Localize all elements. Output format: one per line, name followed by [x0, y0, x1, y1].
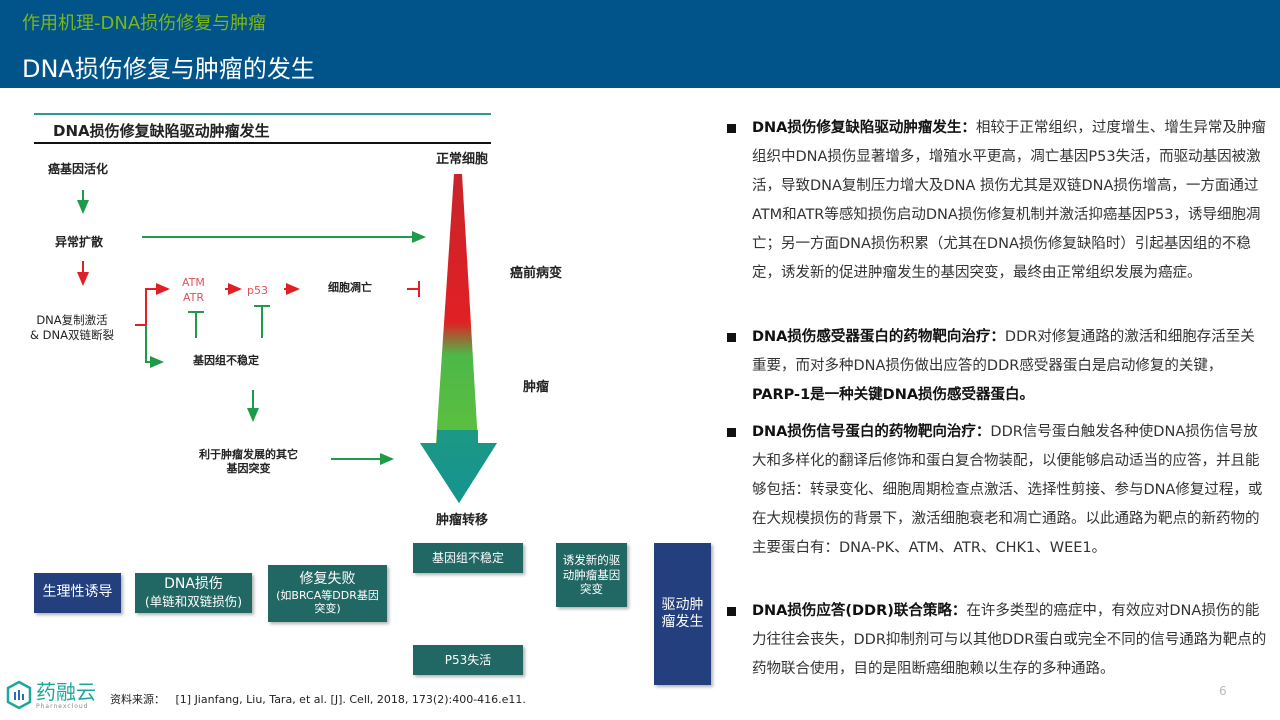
label-apoptosis: 细胞凋亡 — [328, 281, 372, 294]
bullet-square-icon — [727, 607, 736, 616]
bullet-4: DNA损伤应答(DDR)联合策略：在许多类型的癌症中，有效应对DNA损伤的能力往… — [727, 597, 1267, 684]
slide-header: 作用机理-DNA损伤修复与肿瘤 DNA损伤修复与肿瘤的发生 — [0, 0, 1280, 88]
bullet-square-icon — [727, 124, 736, 133]
logo-text: 药融云 — [36, 679, 96, 704]
bullet-body: DDR信号蛋白触发各种使DNA损伤信号放大和多样化的翻译后修饰和蛋白复合物装配，… — [752, 424, 1263, 556]
other-mut-line1: 利于肿瘤发展的其它 — [199, 448, 298, 461]
bullet-head: DNA损伤感受器蛋白的药物靶向治疗： — [752, 329, 1005, 345]
progression-arrow-teal-head — [420, 430, 497, 503]
label-p53: p53 — [247, 284, 268, 297]
label-oncogene: 癌基因活化 — [48, 162, 109, 176]
bullet-1: DNA损伤修复缺陷驱动肿瘤发生：相较于正常组织，过度增生、增生异常及肿瘤组织中D… — [727, 114, 1267, 288]
bullet-head: DNA损伤信号蛋白的药物靶向治疗： — [752, 424, 991, 440]
bullet-body: DDR对修复通路的激活和细胞存活至关重要，而对多种DNA损伤做出应答的DDR感受… — [752, 329, 1255, 374]
logo-hexagon-icon — [6, 680, 32, 710]
flow-genome-instability: 基因组不稳定 — [413, 543, 523, 573]
flow-physiological-induction: 生理性诱导 — [34, 573, 121, 613]
label-metastasis: 肿瘤转移 — [436, 513, 489, 528]
label-precancer: 癌前病变 — [510, 266, 563, 281]
figure-top-rule — [34, 113, 491, 115]
figure-title: DNA损伤修复缺陷驱动肿瘤发生 — [53, 122, 270, 140]
bullet-head: DNA损伤应答(DDR)联合策略： — [752, 603, 967, 619]
dna-damage-line1: DNA复制激活 — [36, 313, 108, 327]
bullet-head: DNA损伤修复缺陷驱动肿瘤发生： — [752, 120, 976, 136]
label-other-mutations: 利于肿瘤发展的其它 基因突变 — [199, 448, 298, 476]
bullet-square-icon — [727, 333, 736, 342]
bullet-emphasis: PARP-1是一种关键DNA损伤感受器蛋白。 — [752, 387, 1035, 403]
bullet-body: 相较于正常组织，过度增生、增生异常及肿瘤组织中DNA损伤显著增多，增殖水平更高，… — [752, 120, 1266, 281]
figure-arrows — [77, 174, 497, 503]
label-tumor: 肿瘤 — [523, 380, 550, 395]
flow-new-driver-mutation: 诱发新的驱动肿瘤基因突变 — [556, 543, 627, 607]
other-mut-line2: 基因突变 — [226, 462, 271, 475]
bullet-body: 在许多类型的癌症中，有效应对DNA损伤的能力往往会丧失，DDR抑制剂可与以其他D… — [752, 603, 1267, 677]
flow-dna-damage: DNA损伤(单链和双链损伤) — [135, 573, 252, 613]
flow-p53-loss: P53失活 — [413, 645, 523, 675]
label-instability: 基因组不稳定 — [193, 354, 259, 367]
dna-damage-line2: & DNA双链断裂 — [30, 328, 114, 342]
bullet-square-icon — [727, 428, 736, 437]
page-number: 6 — [1219, 684, 1227, 698]
source-citation: 资料来源： [1] Jianfang, Liu, Tara, et al. [J… — [110, 693, 526, 706]
bullet-3: DNA损伤信号蛋白的药物靶向治疗：DDR信号蛋白触发各种使DNA损伤信号放大和多… — [727, 418, 1267, 563]
page-title: DNA损伤修复与肿瘤的发生 — [22, 55, 315, 83]
label-atr: ATR — [183, 291, 205, 304]
section-title: 作用机理-DNA损伤修复与肿瘤 — [22, 13, 267, 34]
bullet-2: DNA损伤感受器蛋白的药物靶向治疗：DDR对修复通路的激活和细胞存活至关重要，而… — [727, 323, 1267, 410]
flow-repair-failure: 修复失败(如BRCA等DDR基因突变) — [268, 565, 387, 622]
figure-title-rule — [34, 142, 491, 144]
label-proliferation: 异常扩散 — [55, 235, 104, 249]
label-normal-cell: 正常细胞 — [436, 152, 489, 167]
label-atm: ATM — [182, 276, 205, 289]
progression-arrow — [420, 174, 497, 503]
flow-tumor-driver: 驱动肿瘤发生 — [654, 543, 711, 685]
logo-subtext: Pharnexcloud — [36, 702, 89, 710]
label-dna-damage: DNA复制激活 & DNA双链断裂 — [30, 313, 114, 343]
